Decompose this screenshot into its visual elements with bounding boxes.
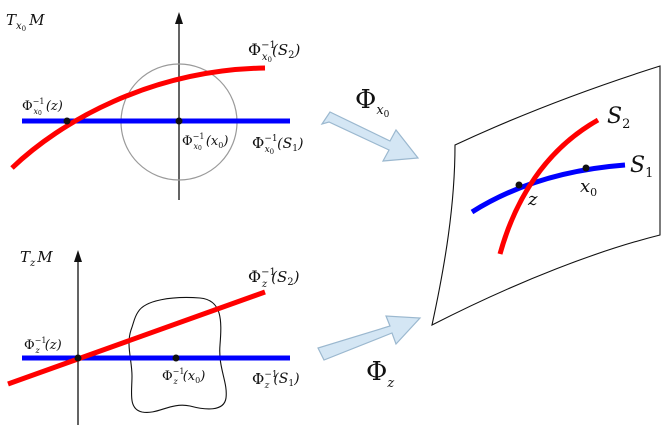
top-point-z — [63, 117, 71, 125]
top-point-x0 — [175, 117, 183, 125]
bottom-point-x0 — [172, 354, 180, 362]
manifold-curve-S1 — [470, 162, 626, 215]
top-map-arrow — [320, 111, 420, 162]
manifold-surface: S2 S1 z x0 — [431, 65, 661, 327]
bottom-axis-arrowhead — [74, 250, 82, 262]
manifold-curve-S2 — [497, 117, 600, 255]
manifold-label-x0: x0 — [580, 176, 597, 199]
manifold-point-x0 — [582, 164, 590, 172]
manifold-label-z: z — [527, 189, 538, 210]
bottom-line-S2 — [7, 289, 266, 387]
bottom-neighborhood-blob — [128, 297, 227, 413]
top-axis-arrowhead — [175, 12, 183, 24]
bottom-point-z — [74, 354, 82, 362]
map-arrows: Φx0 Φz — [317, 85, 422, 391]
bottom-map-arrow — [317, 315, 422, 361]
top-curve-S2 — [10, 65, 266, 170]
manifold-sheet — [431, 65, 661, 327]
manifold-point-z — [515, 181, 523, 189]
manifold-label-S2: S2 — [607, 104, 630, 132]
top-map-label: Φx0 — [355, 85, 390, 120]
manifold-label-S1: S1 — [630, 153, 653, 181]
bottom-map-label: Φz — [366, 357, 394, 391]
